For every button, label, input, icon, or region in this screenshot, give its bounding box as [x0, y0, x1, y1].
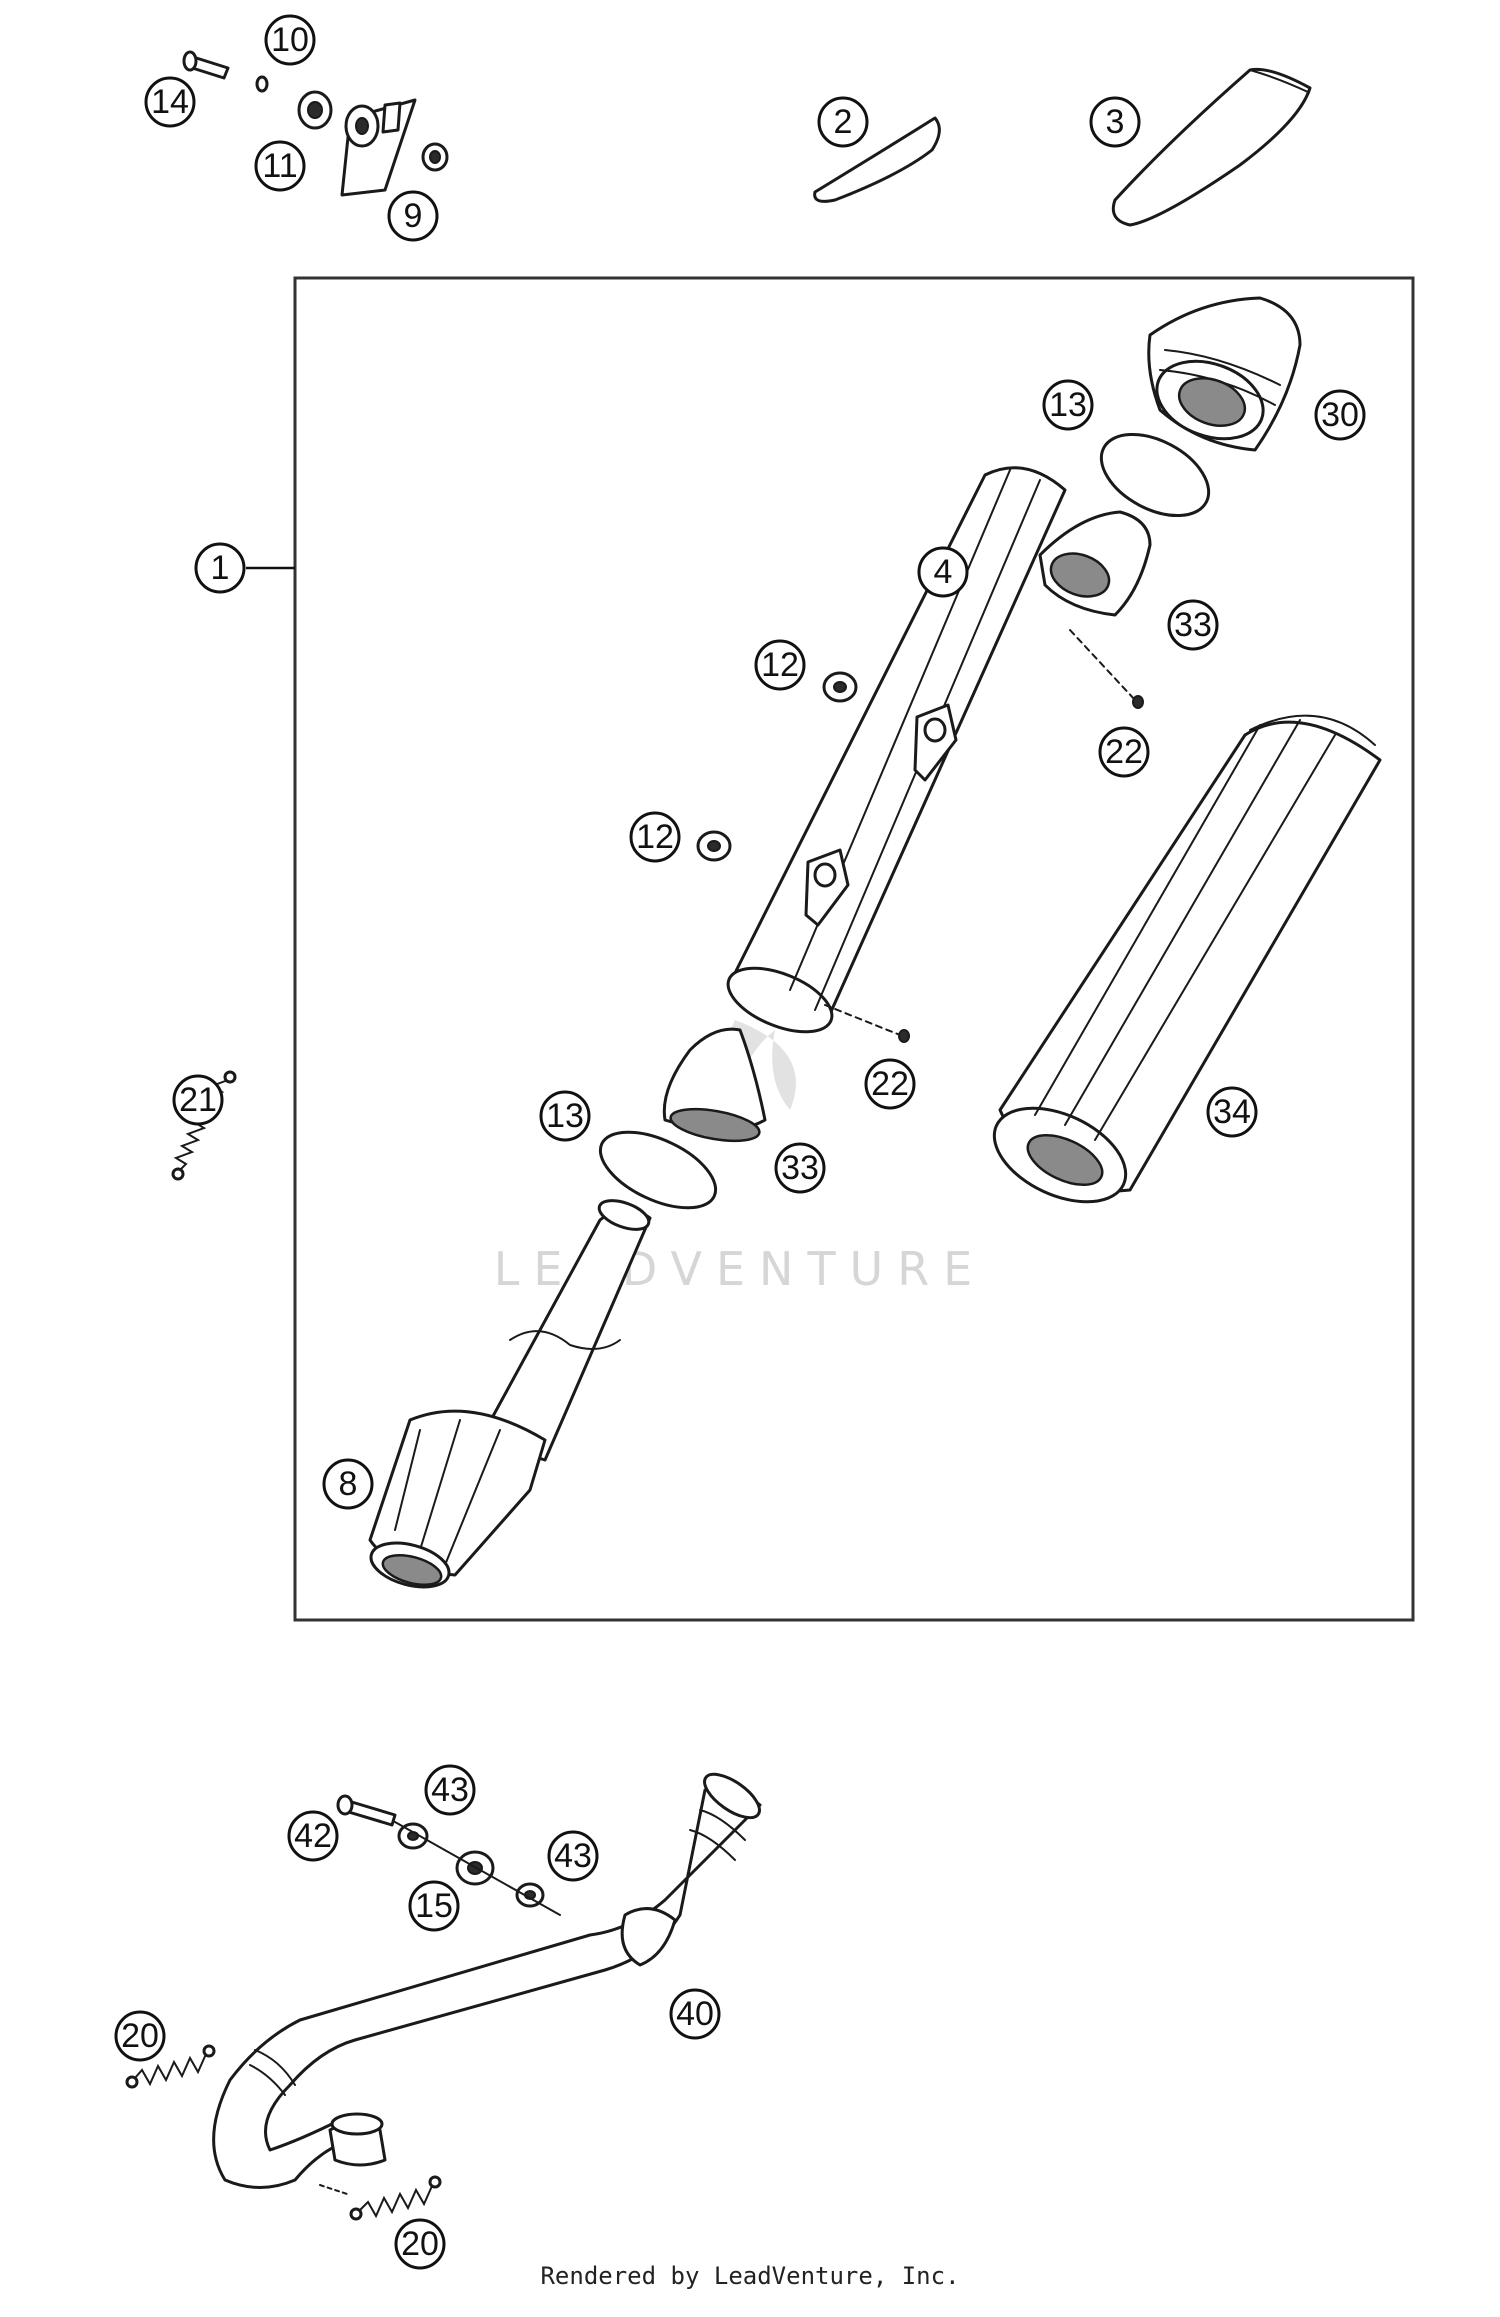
- svg-text:13: 13: [546, 1097, 584, 1135]
- part-30-end-cap: [1147, 296, 1302, 452]
- callout-22-upper[interactable]: 22: [1098, 726, 1150, 778]
- callout-13-upper[interactable]: 13: [1042, 379, 1094, 431]
- callout-33-lower[interactable]: 33: [774, 1142, 826, 1194]
- hardware-axis-line: [394, 1821, 561, 1916]
- svg-text:42: 42: [294, 1817, 332, 1855]
- part-4-muffler-sleeve: [726, 466, 1067, 1034]
- svg-text:30: 30: [1321, 396, 1359, 434]
- callout-43-lower[interactable]: 43: [547, 1830, 599, 1882]
- svg-text:40: 40: [676, 1995, 714, 2033]
- part-20-spring-lower: [349, 2175, 442, 2221]
- callout-8[interactable]: 8: [322, 1458, 374, 1510]
- callout-13-lower[interactable]: 13: [539, 1090, 591, 1142]
- callout-3[interactable]: 3: [1089, 96, 1141, 148]
- svg-text:20: 20: [121, 2017, 159, 2055]
- svg-text:4: 4: [934, 553, 953, 591]
- svg-text:2: 2: [834, 103, 853, 141]
- assembly-frame: [293, 276, 1415, 1622]
- svg-text:14: 14: [151, 83, 189, 121]
- callout-22-lower[interactable]: 22: [864, 1058, 916, 1110]
- part-10-washer: [255, 75, 269, 93]
- part-20-spring-upper: [125, 2044, 216, 2089]
- callout-15[interactable]: 15: [408, 1880, 460, 1932]
- callout-12-upper[interactable]: 12: [754, 639, 806, 691]
- callout-14[interactable]: 14: [144, 76, 196, 128]
- svg-text:1: 1: [211, 549, 230, 587]
- callout-4[interactable]: 4: [917, 546, 969, 598]
- svg-text:22: 22: [1105, 733, 1143, 771]
- svg-text:12: 12: [636, 818, 674, 856]
- callout-20-lower[interactable]: 20: [394, 2218, 446, 2270]
- svg-text:33: 33: [781, 1149, 819, 1187]
- callout-42[interactable]: 42: [287, 1810, 339, 1862]
- part-40-header-pipe: [212, 1772, 762, 2196]
- svg-text:3: 3: [1106, 103, 1125, 141]
- svg-text:33: 33: [1174, 606, 1212, 644]
- part-22-screw-upper: [1069, 629, 1144, 709]
- callout-1[interactable]: 1: [194, 542, 246, 594]
- part-11-spacer: [297, 90, 333, 130]
- callout-21[interactable]: 21: [172, 1074, 224, 1126]
- callout-30[interactable]: 30: [1314, 389, 1366, 441]
- callout-2[interactable]: 2: [817, 96, 869, 148]
- svg-text:22: 22: [871, 1065, 909, 1103]
- svg-text:34: 34: [1213, 1093, 1251, 1131]
- part-9-nut: [421, 142, 449, 172]
- part-3-shield: [1111, 67, 1312, 227]
- part-12-grommet-lower: [696, 830, 732, 862]
- part-14-bolt: [182, 50, 230, 80]
- part-34-silencer: [992, 714, 1382, 1204]
- svg-text:11: 11: [262, 147, 297, 185]
- callout-20-upper[interactable]: 20: [114, 2010, 166, 2062]
- callout-40[interactable]: 40: [669, 1988, 721, 2040]
- svg-text:15: 15: [415, 1887, 453, 1925]
- part-2-shield: [813, 116, 941, 203]
- part-9-bracket: [340, 98, 417, 197]
- callout-43-upper[interactable]: 43: [424, 1764, 476, 1816]
- svg-text:43: 43: [431, 1771, 469, 1809]
- svg-text:10: 10: [271, 21, 309, 59]
- part-13-gasket-upper: [1099, 432, 1211, 518]
- svg-text:12: 12: [761, 646, 799, 684]
- part-8-link-pipe: [368, 1199, 652, 1589]
- svg-text:8: 8: [339, 1465, 358, 1503]
- svg-text:43: 43: [554, 1837, 592, 1875]
- svg-text:21: 21: [179, 1081, 217, 1119]
- callout-34[interactable]: 34: [1206, 1086, 1258, 1138]
- svg-text:20: 20: [401, 2225, 439, 2263]
- part-33-insert-lower: [662, 1027, 767, 1143]
- callout-9[interactable]: 9: [387, 190, 439, 242]
- part-43-washer-upper: [397, 1822, 429, 1850]
- callout-11[interactable]: 11: [254, 140, 306, 192]
- part-22-screw-lower: [824, 1004, 910, 1043]
- part-12-grommet-upper: [822, 671, 858, 703]
- callout-12-lower[interactable]: 12: [629, 811, 681, 863]
- svg-text:9: 9: [404, 197, 423, 235]
- callout-10[interactable]: 10: [264, 14, 316, 66]
- part-13-gasket-lower: [598, 1130, 718, 1210]
- footer-credit: Rendered by LeadVenture, Inc.: [540, 2262, 960, 2290]
- part-33-insert-upper: [1038, 510, 1152, 617]
- svg-text:13: 13: [1049, 386, 1087, 424]
- part-42-bolt: [336, 1794, 397, 1827]
- callout-33-upper[interactable]: 33: [1167, 599, 1219, 651]
